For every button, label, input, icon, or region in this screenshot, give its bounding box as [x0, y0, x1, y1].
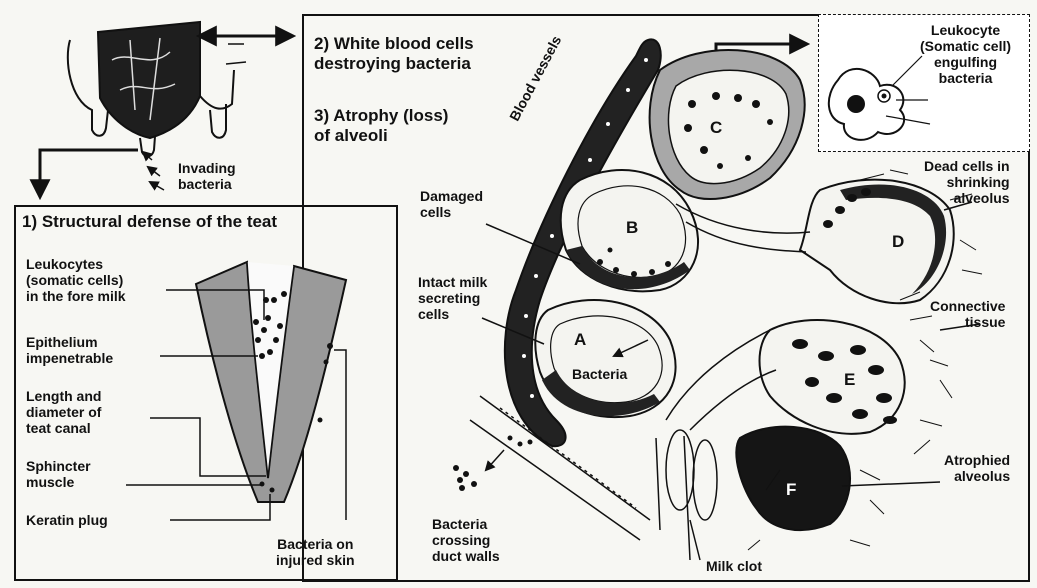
label-bacteria-crossing: Bacteria crossing duct walls	[432, 516, 500, 564]
atrophy-heading: 3) Atrophy (loss) of alveoli	[314, 106, 448, 146]
label-dead-cells: Dead cells in shrinking alveolus	[924, 158, 1010, 206]
label-length-diameter: Length and diameter of teat canal	[26, 388, 101, 436]
alveolus-letter-e: E	[844, 370, 855, 390]
wbc-heading: 2) White blood cells destroying bacteria	[314, 34, 474, 74]
label-bacteria: Bacteria	[572, 366, 627, 382]
teat-cross-section	[126, 262, 346, 520]
alveolus-e	[760, 320, 905, 434]
alveolus-letter-b: B	[626, 218, 638, 238]
label-epithelium: Epithelium impenetrable	[26, 334, 113, 366]
label-keratin: Keratin plug	[26, 512, 108, 528]
label-leukocyte-engulfing: Leukocyte (Somatic cell) engulfing bacte…	[920, 22, 1011, 86]
label-sphincter: Sphincter muscle	[26, 458, 91, 490]
alveolus-letter-f: F	[786, 480, 796, 500]
label-invading-bacteria: Invading bacteria	[178, 160, 236, 192]
crossing-bacteria	[453, 436, 533, 492]
structural-heading: 1) Structural defense of the teat	[22, 212, 277, 232]
label-damaged-cells: Damaged cells	[420, 188, 483, 220]
alveolus-letter-d: D	[892, 232, 904, 252]
label-leukocytes-fore-milk: Leukocytes (somatic cells) in the fore m…	[26, 256, 126, 304]
label-bacteria-skin: Bacteria on injured skin	[276, 536, 355, 568]
label-atrophied-alveolus: Atrophied alveolus	[944, 452, 1010, 484]
alveolus-letter-c: C	[710, 118, 722, 138]
alveolus-a	[535, 300, 675, 417]
alveolus-letter-a: A	[574, 330, 586, 350]
label-connective-tissue: Connective tissue	[930, 298, 1005, 330]
label-intact-cells: Intact milk secreting cells	[418, 274, 487, 322]
alveolus-f	[736, 427, 850, 530]
label-milk-clot: Milk clot	[706, 558, 762, 574]
leukocyte-cell	[829, 56, 930, 140]
alveolus-c	[650, 50, 805, 199]
